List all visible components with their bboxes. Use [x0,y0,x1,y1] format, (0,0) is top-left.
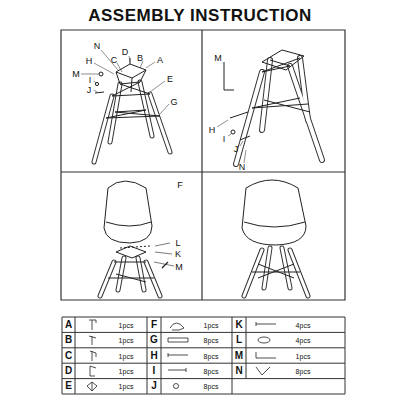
part-icons [87,320,276,391]
callout-letter: M [72,70,80,79]
part-count: 8pcs [204,383,219,390]
part-count: 8pcs [204,367,219,374]
callout-letter: M [214,54,222,63]
part-count: 1pcs [119,367,134,374]
callout-letter: N [94,42,101,51]
part-letter: L [236,335,242,345]
base-exploded [81,50,170,162]
callout-letter: I [89,76,92,85]
part-letter: F [151,320,157,330]
part-letter: N [235,366,242,376]
part-letter: K [235,320,242,330]
callout-letter: A [157,56,163,65]
part-count: 1pcs [119,383,134,390]
callout-letter: E [167,75,173,84]
assembled-chair [242,180,308,296]
part-letter: E [65,381,72,391]
callout-letter: M [175,263,183,272]
part-letter: J [151,381,157,391]
part-letter: C [65,351,72,361]
callout-letter: I [223,135,226,144]
part-count: 8pcs [204,352,219,359]
part-count: 1pcs [119,337,134,344]
part-count: 4pcs [296,321,311,328]
part-count: 8pcs [296,367,311,374]
part-count: 1pcs [204,321,219,328]
part-letter: H [150,351,157,361]
part-count: 4pcs [296,337,311,344]
part-letter: D [65,366,72,376]
callout-letter: D [122,48,129,57]
part-count: 1pcs [119,352,134,359]
part-letter: I [153,366,156,376]
part-letter: B [65,335,72,345]
part-letter: G [150,335,158,345]
callout-letter: H [86,57,93,66]
parts-table [62,317,345,394]
callout-letter: J [87,86,92,95]
callout-letter: K [175,250,181,259]
callout-letter: F [177,181,183,190]
callout-letter: L [175,239,180,248]
sheet-title: ASSEMBLY INSTRUCTION [88,7,311,24]
callout-letter: H [209,126,216,135]
part-count: 1pcs [119,321,134,328]
part-count: 1pcs [296,352,311,359]
panel-grid [61,30,345,300]
part-letter: A [65,320,72,330]
callout-letter: C [111,56,118,65]
callout-letter: N [239,163,246,172]
part-count: 8pcs [204,337,219,344]
callout-letter: B [137,54,143,63]
base-detail [217,50,322,164]
part-letter: M [235,351,243,361]
callout-letter: G [170,98,177,107]
shell-and-base [100,181,174,296]
callout-letter: J [234,145,239,154]
